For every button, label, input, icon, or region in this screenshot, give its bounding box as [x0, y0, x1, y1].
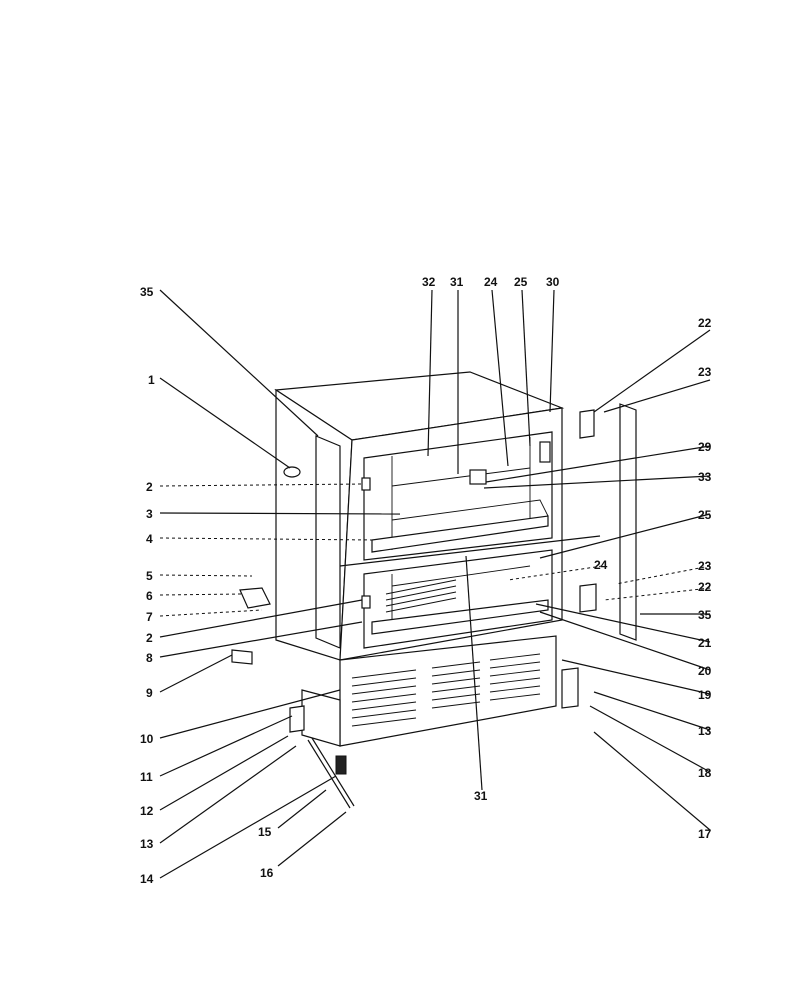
callout-33: 33: [698, 470, 712, 484]
callout-14: 14: [140, 872, 154, 886]
callout-30: 30: [546, 275, 560, 289]
callout-labels: 35 1 2 3 4 5 6 7 2 8 9 10 11 12 13 14 15…: [140, 275, 712, 886]
callout-4: 4: [146, 532, 153, 546]
callout-12: 12: [140, 804, 154, 818]
callout-35-left: 35: [140, 285, 154, 299]
callout-18: 18: [698, 766, 712, 780]
callout-31-upper: 31: [450, 275, 464, 289]
callout-9: 9: [146, 686, 153, 700]
callout-23-lower: 23: [698, 559, 712, 573]
callout-23-upper: 23: [698, 365, 712, 379]
callout-5: 5: [146, 569, 153, 583]
callout-21: 21: [698, 636, 712, 650]
callout-35-right: 35: [698, 608, 712, 622]
callout-22-lower: 22: [698, 580, 712, 594]
callout-19: 19: [698, 688, 712, 702]
callout-2-upper: 2: [146, 480, 153, 494]
callout-29: 29: [698, 440, 712, 454]
callout-32: 32: [422, 275, 436, 289]
callout-2-lower: 2: [146, 631, 153, 645]
callout-20: 20: [698, 664, 712, 678]
callout-25-upper: 25: [514, 275, 528, 289]
callout-24-upper: 24: [484, 275, 498, 289]
callout-7: 7: [146, 610, 153, 624]
callout-17: 17: [698, 827, 712, 841]
callout-13-left: 13: [140, 837, 154, 851]
callout-24-lower: 24: [594, 558, 608, 572]
callout-3: 3: [146, 507, 153, 521]
callout-15: 15: [258, 825, 272, 839]
left-door-gasket: [315, 435, 341, 649]
callout-11: 11: [140, 770, 153, 784]
base-grille: [301, 635, 557, 747]
callout-22-upper: 22: [698, 316, 712, 330]
cabinet: [274, 371, 601, 661]
callout-10: 10: [140, 732, 154, 746]
callout-25-lower: 25: [698, 508, 712, 522]
callout-1: 1: [148, 373, 155, 387]
callout-8: 8: [146, 651, 153, 665]
callout-13-right: 13: [698, 724, 712, 738]
callout-16: 16: [260, 866, 274, 880]
leader-lines: [159, 289, 711, 879]
callout-6: 6: [146, 589, 153, 603]
right-door-gasket: [619, 403, 637, 641]
callout-31-lower: 31: [474, 789, 488, 803]
evaporator-grid: [385, 579, 457, 613]
small-parts: [231, 409, 597, 809]
